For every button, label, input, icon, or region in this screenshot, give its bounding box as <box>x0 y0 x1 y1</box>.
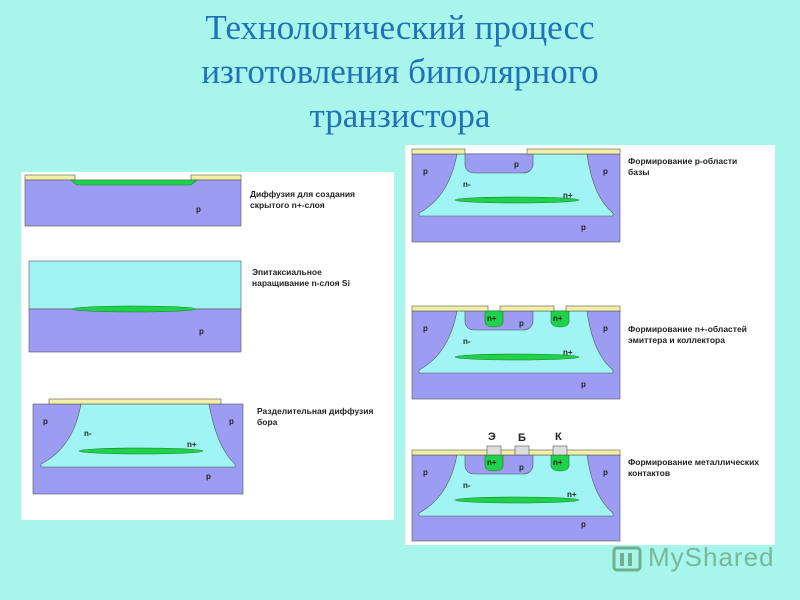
watermark-logo-icon <box>612 546 642 572</box>
step2-p-substrate <box>28 308 242 353</box>
step4-p-left-label: p <box>423 167 428 176</box>
step2-buried-layer <box>71 305 197 313</box>
step6-p-left-label: p <box>423 468 428 477</box>
step5-p-base-label: p <box>519 319 524 328</box>
step5-p-bottom-label: p <box>581 380 586 389</box>
step1-caption: Диффузия для создания скрытого n+-слоя <box>250 189 356 210</box>
step2-caption: Эпитаксиальное наращивание n-слоя Si <box>252 267 350 288</box>
step6-nminus-label: n- <box>463 481 471 490</box>
step4-oxide-left <box>411 148 466 155</box>
step1-oxide-left <box>24 174 76 181</box>
step3-nminus-label: n- <box>84 429 92 438</box>
step3-diagram: p p n- n+ p <box>32 398 244 495</box>
step6-p-right-label: p <box>603 468 608 477</box>
step6-caption: Формирование металлических контактов <box>628 457 760 478</box>
step5-nplus-label: n+ <box>563 348 573 357</box>
step3-p-right-label: p <box>229 417 234 426</box>
step5-emitter-nplus-label: n+ <box>487 314 497 323</box>
step4-buried-layer <box>454 196 580 204</box>
step4-p-bottom-label: p <box>581 223 586 232</box>
step5-oxide-3 <box>565 305 621 312</box>
step5-nplus-collector <box>550 310 570 328</box>
step5-diagram: n+ n+ p p p n- n+ p <box>411 305 621 400</box>
step4-nplus-label: n+ <box>563 191 573 200</box>
step3-p-left-label: p <box>43 417 48 426</box>
step6-emitter-nplus-label: n+ <box>487 458 497 467</box>
step5-buried-layer <box>454 353 580 361</box>
step5-oxide-1 <box>411 305 489 312</box>
emitter-metal-contact <box>486 445 502 456</box>
title-line-3: транзистора <box>309 96 491 135</box>
step3-oxide <box>48 398 222 405</box>
step6-buried-layer <box>454 496 580 504</box>
base-metal-contact <box>514 445 530 456</box>
step6-nplus-collector <box>550 454 570 472</box>
step6-oxide-3 <box>565 449 621 456</box>
step1-oxide-right <box>190 174 242 181</box>
step6-p-bottom-label: p <box>581 520 586 529</box>
step6-p-base-label: p <box>519 463 524 472</box>
step4-oxide-right <box>526 148 621 155</box>
step4-p-right-label: p <box>603 167 608 176</box>
step4-nminus-label: n- <box>463 180 471 189</box>
step3-caption: Разделительная диффузия бора <box>257 406 374 427</box>
step5-collector-nplus-label: n+ <box>553 314 563 323</box>
collector-metal-contact <box>552 445 568 456</box>
step4-p-base-label: p <box>514 160 519 169</box>
step3-p-bottom-label: p <box>206 472 211 481</box>
step5-p-right-label: p <box>603 324 608 333</box>
emitter-contact-label: Э <box>488 431 496 443</box>
step5-caption: Формирование n+-областей эмиттера и колл… <box>628 324 747 345</box>
step4-p-base <box>464 153 534 174</box>
step6-diagram: Э Б К n+ n+ p p p n- n+ p <box>411 431 621 542</box>
step1-p-label: p <box>196 205 201 214</box>
step5-nplus-emitter <box>484 310 504 328</box>
step5-p-left-label: p <box>423 324 428 333</box>
slide-title: Технологический процесс изготовления бип… <box>0 6 800 138</box>
step5-nminus-label: n- <box>463 337 471 346</box>
step2-p-label: p <box>199 327 204 336</box>
step4-caption: Формирование р-области базы <box>628 156 738 177</box>
step6-nplus-emitter <box>484 454 504 472</box>
collector-contact-label: К <box>555 431 562 443</box>
step3-buried-layer <box>78 447 204 455</box>
base-contact-label: Б <box>518 432 526 444</box>
title-line-2: изготовления биполярного <box>201 52 599 91</box>
step2-diagram: p <box>28 260 242 353</box>
step1-p-substrate <box>24 179 242 227</box>
step6-nplus-label: n+ <box>567 490 577 499</box>
step1-diagram: p <box>24 174 242 227</box>
step5-oxide-2 <box>499 305 555 312</box>
step3-nplus-label: n+ <box>187 440 197 449</box>
step6-oxide-1 <box>411 449 489 456</box>
step1-buried-layer <box>70 179 198 186</box>
title-line-1: Технологический процесс <box>205 8 595 47</box>
step4-diagram: p p p n- n+ p <box>411 148 621 243</box>
step6-collector-nplus-label: n+ <box>553 458 563 467</box>
watermark-text: MyShared <box>648 542 775 572</box>
step2-n-epi-layer <box>28 260 242 310</box>
